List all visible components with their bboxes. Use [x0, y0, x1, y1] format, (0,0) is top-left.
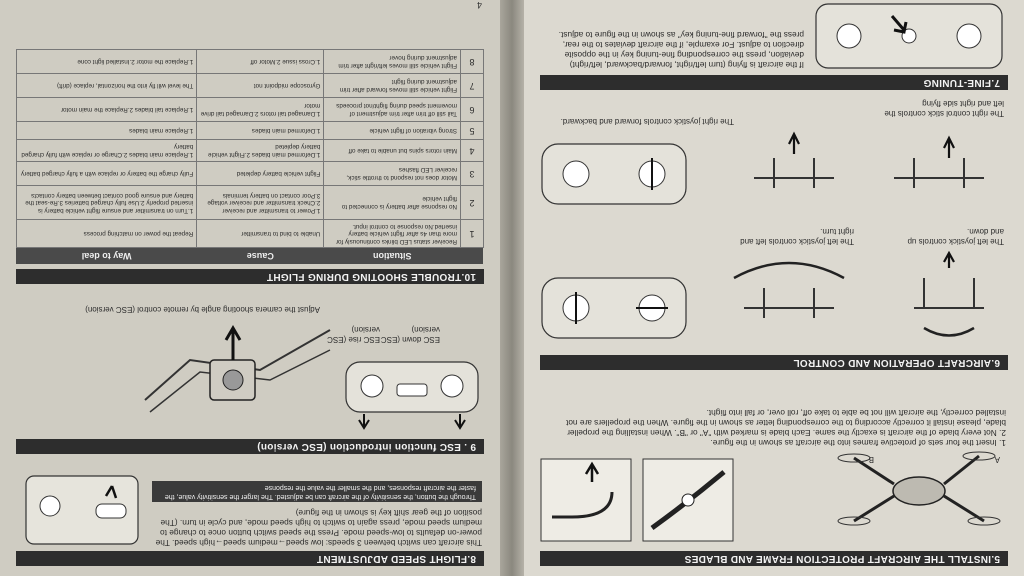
- table-row: 5 Strong vibration of flight vehicle 1.D…: [16, 121, 484, 140]
- drone-forward-illustration: [754, 131, 834, 188]
- table-row: 8 Flight vehicle still moves left/right …: [16, 49, 484, 74]
- table-row: 7 Flight vehicle still moves forward aft…: [16, 73, 484, 98]
- table-row: 1 Receiver status LED blinks continuousl…: [16, 219, 484, 248]
- esc-header: 9 . ESC function introduction (ESC versi…: [16, 439, 484, 454]
- row-cause: Unable to bind to transmitter: [196, 219, 324, 248]
- esc-down-label: ESC down (ESC version): [380, 325, 440, 345]
- install-frame-header: 5.INSTALL THE AIRCRAFT PROTECTION FRAME …: [540, 551, 1008, 566]
- row-situation: Strong vibration of flight vehicle: [323, 121, 461, 140]
- left-stick-turn-caption: The left joystick controls left and righ…: [740, 227, 854, 247]
- book-spine: [500, 0, 524, 576]
- blade-label-b: B: [868, 455, 874, 464]
- row-situation: Flight vehicle still moves left/right af…: [323, 49, 461, 74]
- row-number: 7: [460, 73, 484, 98]
- column-situation: Situation: [323, 247, 461, 264]
- fine-tuning-remote: [815, 3, 1003, 69]
- row-number: 5: [460, 121, 484, 140]
- right-stick-forward-caption: The right joystick controls forward and …: [560, 117, 734, 126]
- operation-header: 6.AIRCRAFT OPERATION AND CONTROL: [540, 355, 1008, 370]
- row-way: 1.Replace the motor 2.Installed light co…: [16, 49, 197, 74]
- right-stick-side-caption: The right control stick controls the lef…: [884, 99, 1004, 119]
- row-situation: No response after battery is connected t…: [323, 185, 461, 220]
- row-situation: Flight vehicle still moves forward after…: [323, 73, 461, 98]
- row-cause: 1.Cross issue 2.Motor off: [196, 49, 324, 74]
- row-cause: 1.Deformed main blades 2.Flight vehicle …: [196, 139, 324, 162]
- row-way: 1.Replace tail blades 2.Replace the main…: [16, 97, 197, 122]
- row-cause: Gyroscope midpoint not: [196, 73, 324, 98]
- left-page-rotated: 4 8.FLIGHT SPEED ADJUSTMENT This aircraf…: [0, 0, 500, 576]
- blade-label-a: A: [994, 455, 1000, 464]
- trouble-header: 10.TROUBLE SHOOTING DURING FLIGHT: [16, 269, 484, 284]
- table-row: 2 No response after battery is connected…: [16, 185, 484, 220]
- row-situation: Motor does not respond to throttle stick…: [323, 161, 461, 186]
- fine-tuning-text: If the aircraft is flying (turn left/rig…: [542, 30, 804, 70]
- table-corner: [460, 247, 484, 264]
- flight-speed-header: 8.FLIGHT SPEED ADJUSTMENT: [16, 551, 484, 566]
- right-stick-remote: [541, 143, 687, 205]
- left-stick-remote: [541, 277, 687, 339]
- row-number: 8: [460, 49, 484, 74]
- page-number: 4: [476, 0, 482, 10]
- propeller-illustration: [642, 458, 734, 542]
- drone-turn-illustration: [733, 261, 845, 318]
- right-page-rotated: 5.INSTALL THE AIRCRAFT PROTECTION FRAME …: [524, 0, 1024, 576]
- sensitivity-note: Through the button, the sensitivity of t…: [152, 481, 482, 502]
- row-way: The level will fly into the horizontal, …: [16, 73, 197, 98]
- camera-gimbal-illustration: [144, 325, 331, 413]
- esc-remote-illustration: [345, 361, 479, 430]
- left-page: 4 8.FLIGHT SPEED ADJUSTMENT This aircraf…: [0, 0, 500, 576]
- row-situation: Main rotors spins but unable to take off: [323, 139, 461, 162]
- frame-insert-illustration: [540, 458, 632, 542]
- speed-button-illustration: [25, 475, 139, 545]
- table-row: 3 Motor does not respond to throttle sti…: [16, 161, 484, 186]
- row-way: 1.Replace main blades 2.Charge or replac…: [16, 139, 197, 162]
- row-cause: 1.Deformed main blades: [196, 121, 324, 140]
- right-page: 5.INSTALL THE AIRCRAFT PROTECTION FRAME …: [524, 0, 1024, 576]
- table-row: 4 Main rotors spins but unable to take o…: [16, 139, 484, 162]
- drone-updown-illustration: [914, 250, 984, 337]
- trouble-table-header-row: Situation Cause Way to deal: [16, 247, 484, 264]
- row-number: 4: [460, 139, 484, 162]
- install-step-1: 1. Insert the four sets of protective fr…: [710, 438, 1006, 448]
- column-way: Way to deal: [16, 247, 197, 264]
- row-number: 1: [460, 219, 484, 248]
- esc-caption: Adjust the camera shooting angle by remo…: [85, 305, 320, 314]
- table-row: 6 Tail still off trim after trim adjustm…: [16, 97, 484, 122]
- column-cause: Cause: [196, 247, 324, 264]
- row-number: 3: [460, 161, 484, 186]
- drone-frame-illustration: [837, 451, 1001, 526]
- flight-speed-paragraph: This aircraft can switch between 3 speed…: [155, 508, 482, 548]
- row-cause: Flight vehicle battery depleted: [196, 161, 324, 186]
- row-number: 2: [460, 185, 484, 220]
- trouble-table: Situation Cause Way to deal 1 Receiver s…: [16, 49, 484, 264]
- row-cause: 1.Damaged tail rotors 2.Damaged tail dri…: [196, 97, 324, 122]
- row-way: Fully charge the battery or replace with…: [16, 161, 197, 186]
- row-number: 6: [460, 97, 484, 122]
- row-way: 1.Turn on transmitter and ensure flight …: [16, 185, 197, 220]
- row-situation: Receiver status LED blinks continuously …: [323, 219, 461, 248]
- drone-sideways-illustration: [894, 135, 984, 188]
- row-cause: 1.Power to transmitter and receiver 2.Ch…: [196, 185, 324, 220]
- install-step-2: 2. Not every blade of the aircraft is ex…: [566, 408, 1006, 438]
- install-frame-text: 1. Insert the four sets of protective fr…: [546, 408, 1006, 448]
- fine-tuning-header: 7.FINE-TUNING: [540, 75, 1008, 90]
- flight-speed-text: This aircraft can switch between 3 speed…: [152, 508, 482, 548]
- left-stick-updown-caption: The left joystick controls up and down.: [907, 227, 1004, 247]
- esc-rise-label: ESC rise (ESC version): [327, 325, 380, 345]
- row-way: Repeat the power on matching process: [16, 219, 197, 248]
- row-way: 1.Replace main blades: [16, 121, 197, 140]
- fine-tuning-paragraph: If the aircraft is flying (turn left/rig…: [558, 30, 804, 70]
- row-situation: Tail still off trim after trim adjustmen…: [323, 97, 461, 122]
